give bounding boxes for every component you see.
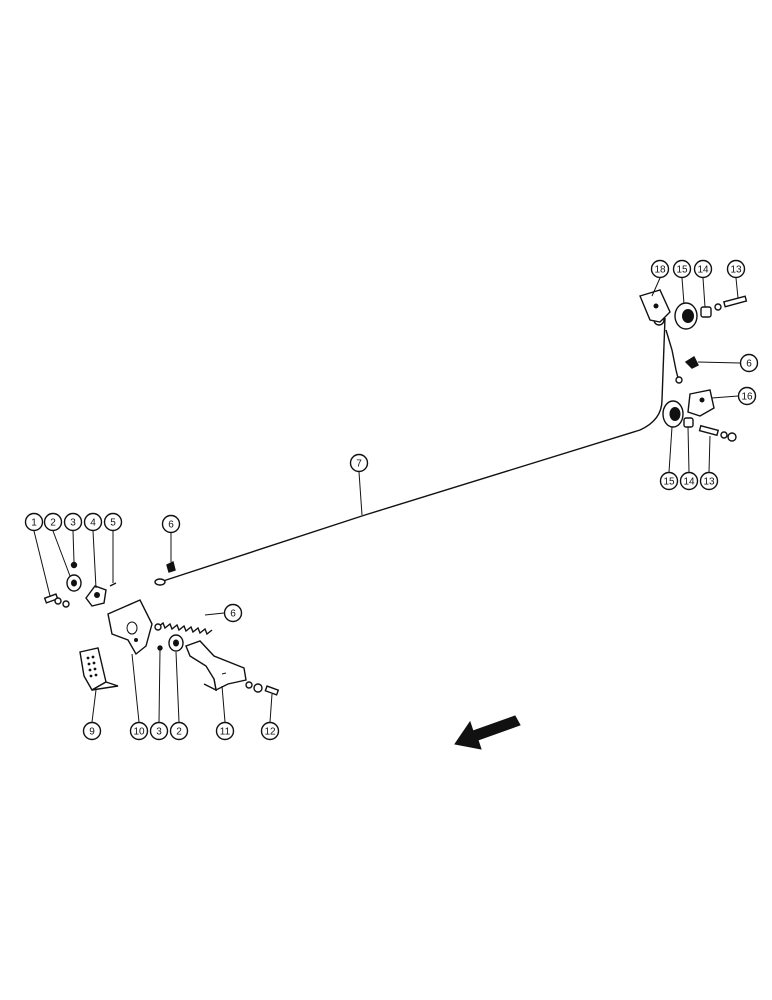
leader-lines [33,277,741,723]
svg-text:7: 7 [356,459,362,470]
cover-plate-part-10 [107,599,153,656]
svg-text:15: 15 [663,477,675,488]
svg-text:6: 6 [746,359,752,370]
svg-text:2: 2 [176,727,182,738]
callout-9: 9 [82,721,102,741]
callout-7: 7 [349,453,369,473]
svg-text:10: 10 [133,727,145,738]
svg-text:6: 6 [168,520,174,531]
grommet-part-15-lower [662,400,684,428]
callout-2-lower: 2 [169,721,189,741]
callout-6-right: 6 [739,353,759,373]
callout-13-lower: 13 [699,471,719,491]
bolt-part-1 [43,593,70,608]
svg-text:14: 14 [683,477,695,488]
svg-text:12: 12 [264,727,276,738]
bolt-part-13-lower [698,424,737,442]
svg-text:3: 3 [70,518,76,529]
callout-12: 12 [260,721,280,741]
callout-3: 3 [63,512,83,532]
spacer-part-14-lower [683,417,694,428]
spacer-part-14-top [700,306,712,318]
direction-arrow-icon [454,715,521,750]
svg-text:16: 16 [741,392,753,403]
clip-part-6 [166,560,176,573]
pin-part-5 [109,582,117,587]
callout-11: 11 [215,721,235,741]
svg-text:15: 15 [676,265,688,276]
callout-6-spring: 6 [223,603,243,623]
clip-part-6-right [684,355,699,369]
callout-1: 1 [24,512,44,532]
svg-text:3: 3 [156,727,162,738]
svg-text:13: 13 [703,477,715,488]
svg-text:14: 14 [697,265,709,276]
svg-text:9: 9 [89,727,95,738]
callout-3-lower: 3 [149,721,169,741]
pedal-pad-part-9 [79,647,119,691]
callout-2: 2 [43,512,63,532]
control-rod [154,314,666,586]
callout-18: 18 [650,259,670,279]
callout-13-top: 13 [726,259,746,279]
svg-text:2: 2 [50,518,56,529]
ball-part-3-lower [157,645,163,651]
svg-text:6: 6 [230,609,236,620]
svg-text:13: 13 [730,265,742,276]
callout-15-lower: 15 [659,471,679,491]
bushing-part-2-lower [168,634,184,652]
bracket-part-16 [687,389,715,417]
callouts: 1 2 3 4 5 6 6 7 9 10 3 2 11 12 18 15 14 … [24,259,759,741]
bolt-part-13-top [714,295,748,311]
ball-part-3 [70,561,78,569]
callout-6-upper: 6 [161,514,181,534]
callout-15-top: 15 [672,259,692,279]
svg-text:5: 5 [110,518,116,529]
svg-text:4: 4 [90,518,96,529]
flange-bearing-part-4 [85,585,107,607]
callout-5: 5 [103,512,123,532]
rod-end-eye [154,578,166,586]
return-spring-part-6 [154,621,213,636]
svg-text:11: 11 [220,727,231,738]
pedal-arm-part-11 [185,640,247,692]
callout-4: 4 [83,512,103,532]
bracket-part-18 [639,289,671,323]
callout-10: 10 [129,721,149,741]
svg-text:1: 1 [31,518,37,529]
grommet-part-15-top [674,302,698,330]
callout-16: 16 [737,386,757,406]
callout-14-lower: 14 [679,471,699,491]
bolt-part-12 [245,681,280,696]
svg-text:18: 18 [654,265,666,276]
callout-14-top: 14 [693,259,713,279]
bushing-part-2 [66,574,82,592]
